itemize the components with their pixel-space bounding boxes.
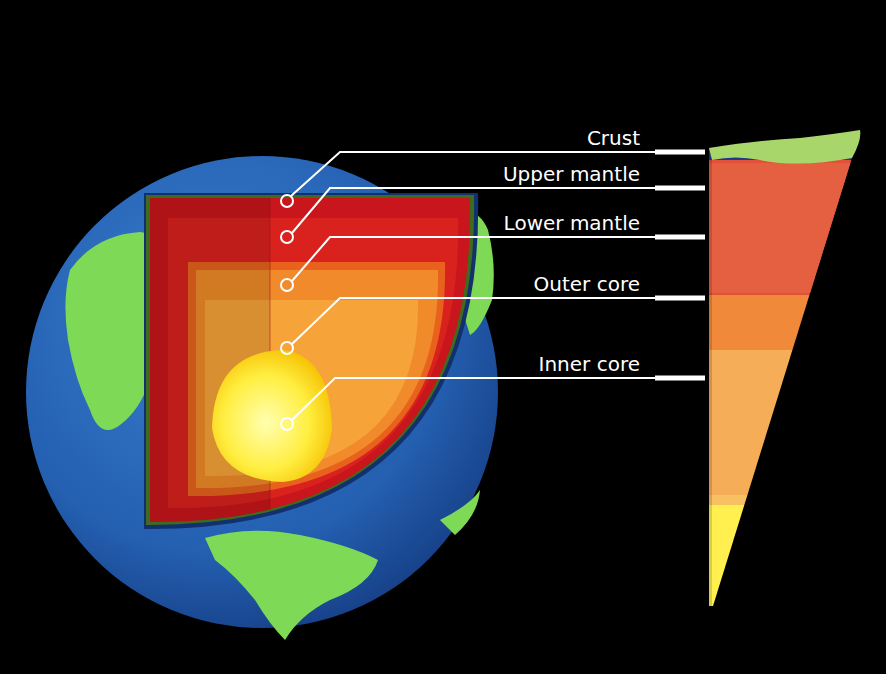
layer-label: Lower mantle [504, 212, 640, 235]
inner-core [212, 350, 332, 482]
layer-wedge [700, 120, 870, 615]
continent [440, 490, 480, 535]
continent [205, 531, 378, 640]
layer-label: Outer core [534, 273, 640, 296]
layer-label: Crust [587, 127, 640, 150]
layer-label: Upper mantle [503, 163, 640, 186]
wedge-surface [709, 130, 860, 164]
layer-label: Inner core [539, 353, 640, 376]
wedge-pointers [655, 152, 705, 378]
leader-lines [281, 152, 700, 430]
